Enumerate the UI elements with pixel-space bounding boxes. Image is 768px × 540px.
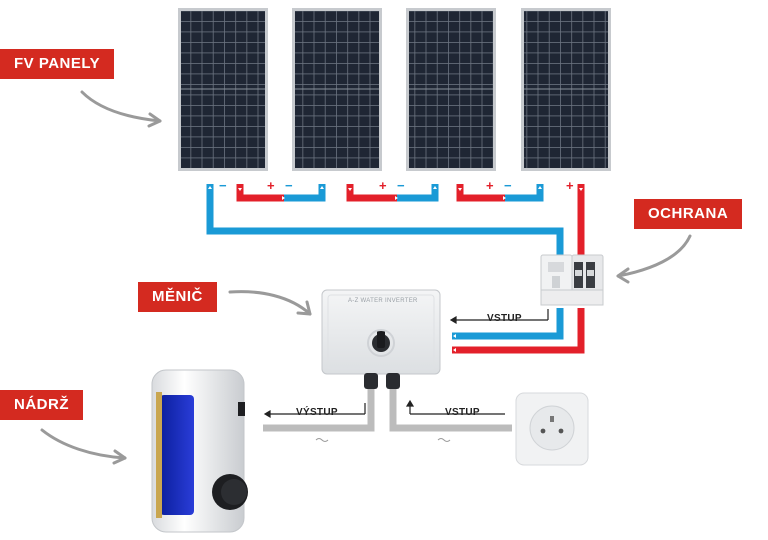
pointer-arrows: [40, 90, 692, 465]
flow-label-vystup: VÝSTUP: [296, 407, 338, 418]
label-ochrana: OCHRANA: [634, 199, 743, 229]
flow-arrows: [263, 309, 549, 419]
inverter-pointer-arrow: [228, 290, 312, 316]
flow-label-vstup-dc: VSTUP: [487, 313, 522, 324]
water-tank: [151, 369, 248, 533]
cable-squiggles: [315, 438, 451, 442]
solar-panel-4: [521, 8, 611, 171]
plus-sign-3: +: [486, 178, 494, 193]
inverter-brand-text: A-Z WATER INVERTER: [348, 298, 418, 304]
label-fv-panely: FV PANELY: [0, 49, 115, 79]
flow-label-vstup-ac: VSTUP: [445, 407, 480, 418]
solar-panel-2: [292, 8, 382, 171]
plus-sign-1: +: [267, 178, 275, 193]
positive-to-inverter: [452, 308, 585, 354]
surge-protector: [540, 254, 604, 306]
panels-pointer-arrow: [80, 90, 162, 123]
label-menic: MĚNIČ: [138, 282, 217, 312]
input-cable: [389, 389, 512, 432]
ac-cables: [263, 389, 512, 432]
output-cable: [263, 389, 375, 432]
negative-main-wire: [206, 184, 564, 255]
minus-sign-4: −: [504, 178, 512, 193]
wall-socket: [515, 392, 589, 466]
label-nadrz: NÁDRŽ: [0, 390, 83, 420]
minus-sign-2: −: [285, 178, 293, 193]
protection-pointer-arrow: [616, 234, 692, 278]
negative-to-inverter: [452, 308, 564, 340]
minus-sign-3: −: [397, 178, 405, 193]
solar-panel-1: [178, 8, 268, 171]
tank-pointer-arrow: [40, 428, 127, 460]
solar-panel-3: [406, 8, 496, 171]
solar-panels: [178, 8, 611, 171]
plus-sign-2: +: [379, 178, 387, 193]
connector-markers: [208, 186, 583, 352]
plus-sign-4: +: [566, 178, 574, 193]
inverter-device: [321, 289, 441, 389]
minus-sign-1: −: [219, 178, 227, 193]
